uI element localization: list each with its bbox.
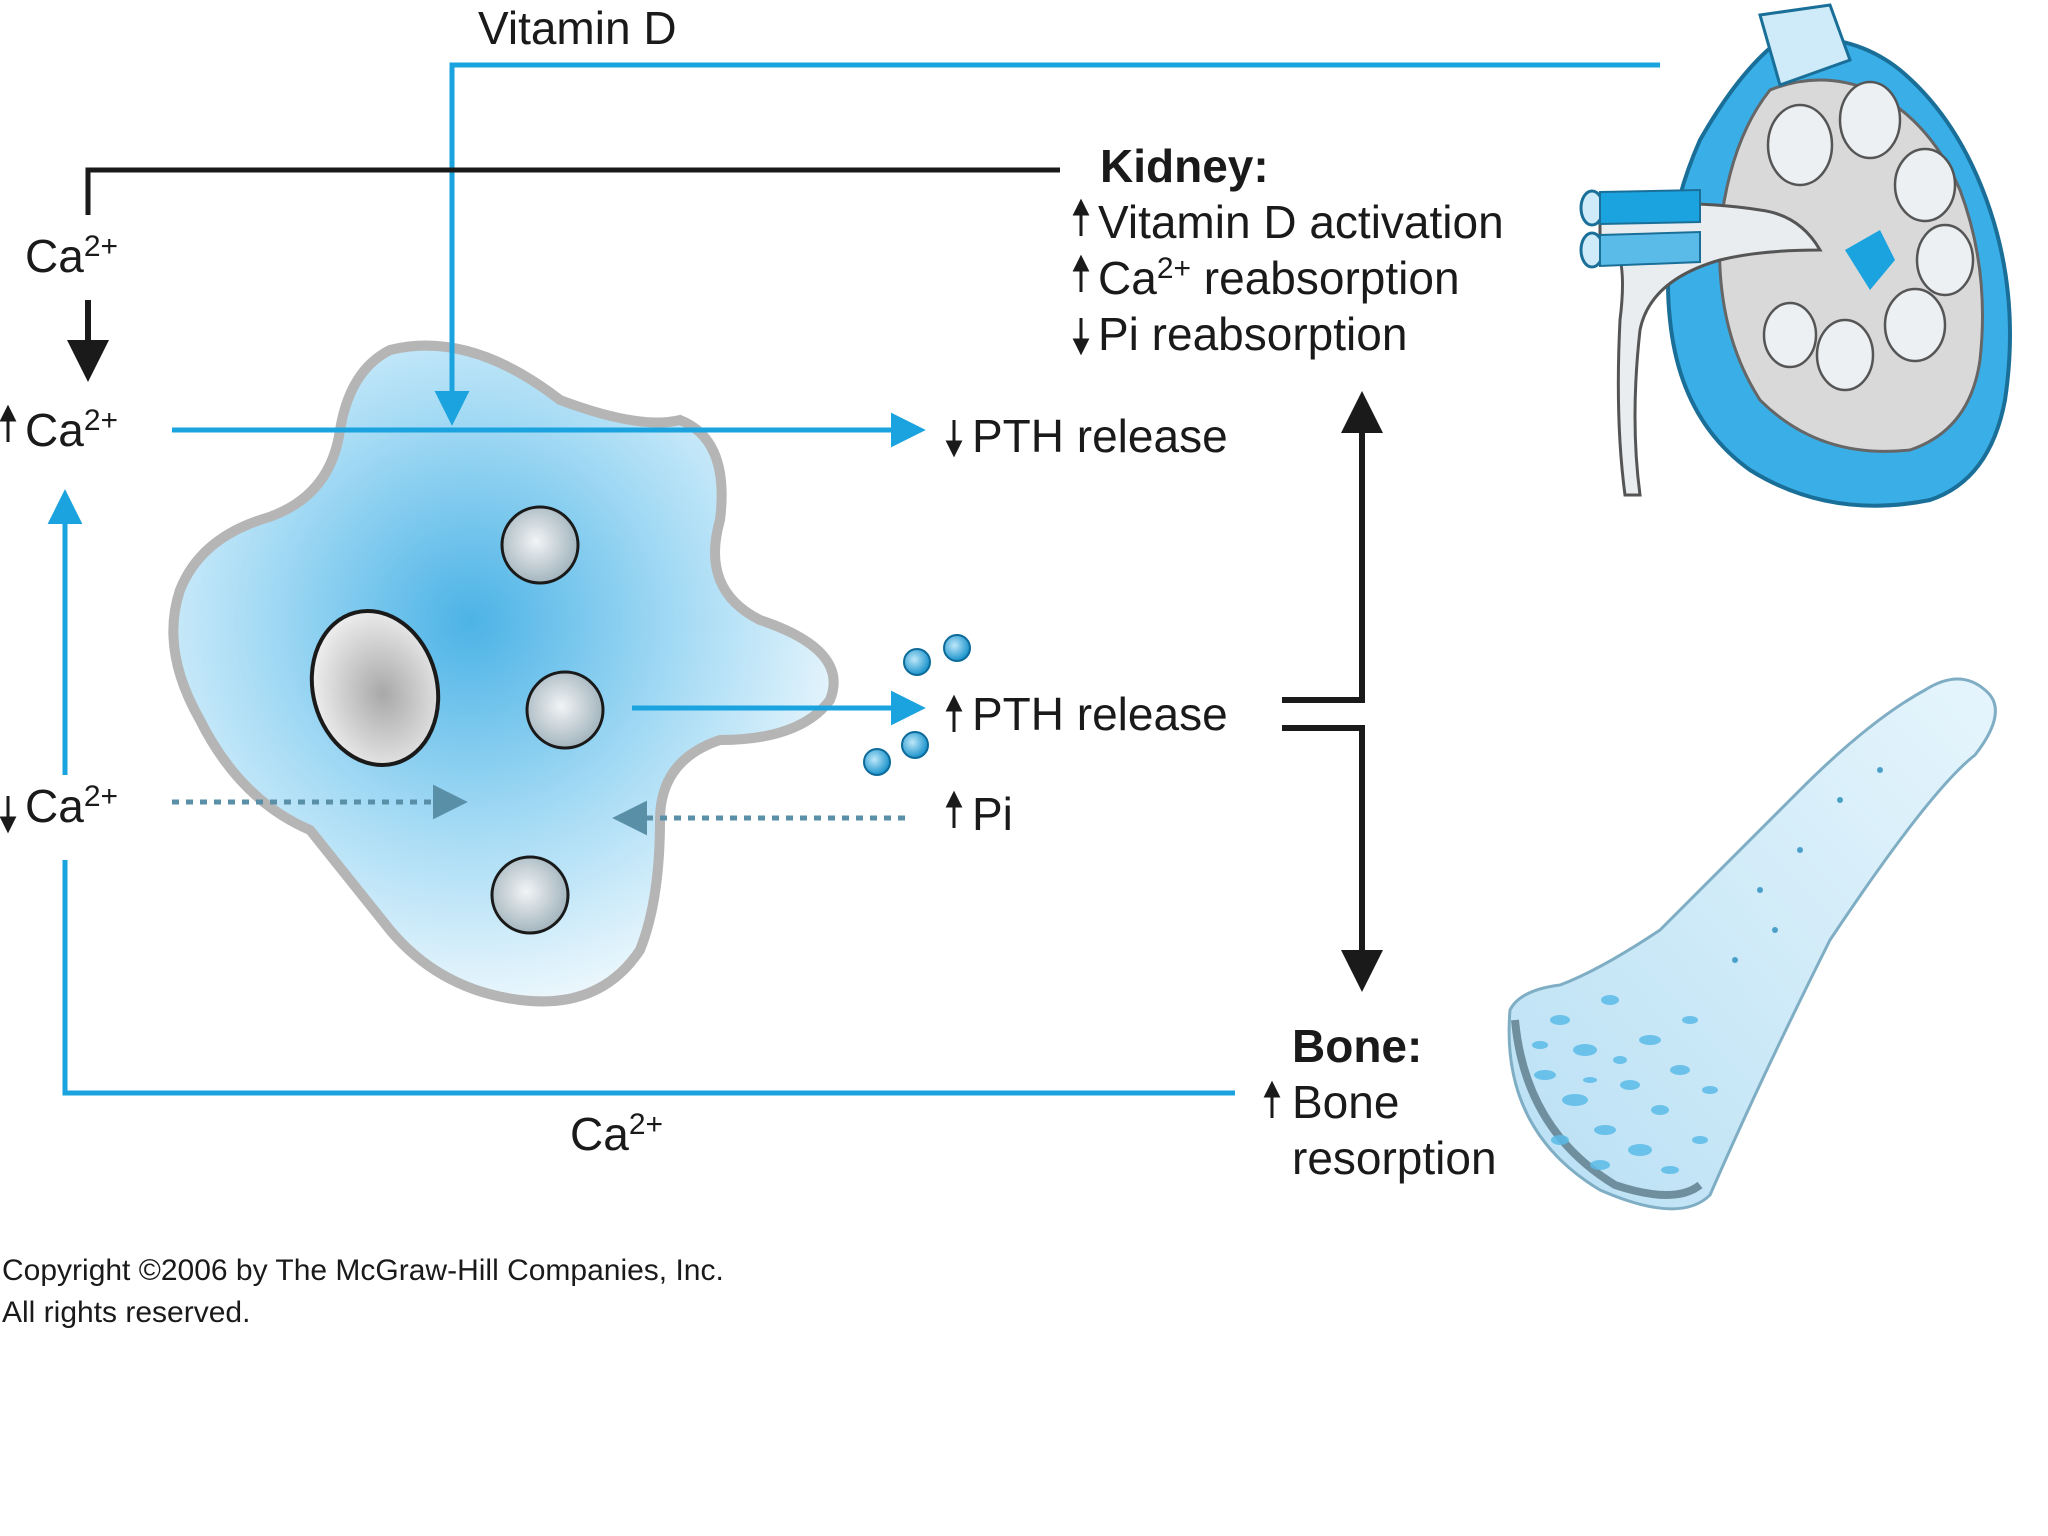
bone-ca-return-line xyxy=(62,860,1235,1096)
bone-resorption-line1: Bone xyxy=(1292,1076,1399,1128)
kidney-vitamin-d-activation: Vitamin D activation xyxy=(1098,196,1504,248)
bone-resorption-line2: resorption xyxy=(1292,1132,1497,1184)
pth-bracket-upper xyxy=(1282,391,1383,703)
bone-heading: Bone: xyxy=(1292,1020,1422,1072)
ca-high-label: Ca2+ xyxy=(25,404,118,456)
kidney-ca-reabsorption: Ca2+ reabsorption xyxy=(1098,252,1460,304)
kidney-pi-reabsorption: Pi reabsorption xyxy=(1098,308,1407,360)
pth-granule-dots xyxy=(863,634,971,776)
ca-top-label: Ca2+ xyxy=(25,230,118,282)
parathyroid-cell-illustration xyxy=(168,340,839,1007)
indicator-arrows xyxy=(0,198,1281,1118)
kidney-illustration xyxy=(1579,3,2012,508)
bone-illustration xyxy=(1507,677,1997,1211)
pth-release-increase-label: PTH release xyxy=(972,688,1228,740)
kidney-heading: Kidney: xyxy=(1100,140,1269,192)
copyright-line: Copyright ©2006 by The McGraw-Hill Compa… xyxy=(2,1254,724,1287)
pth-bracket-lower xyxy=(1282,725,1383,992)
kidney-ca-feedback-arrow xyxy=(85,167,1060,215)
vitamin-d-arrow xyxy=(434,62,1660,426)
pth-release-decrease-label: PTH release xyxy=(972,410,1228,462)
pi-increase-label: Pi xyxy=(972,788,1013,840)
rights-line: All rights reserved. xyxy=(2,1296,250,1329)
ca-low-label: Ca2+ xyxy=(25,780,118,832)
vitamin-d-label: Vitamin D xyxy=(478,2,677,54)
ca-bottom-label: Ca2+ xyxy=(570,1108,663,1160)
